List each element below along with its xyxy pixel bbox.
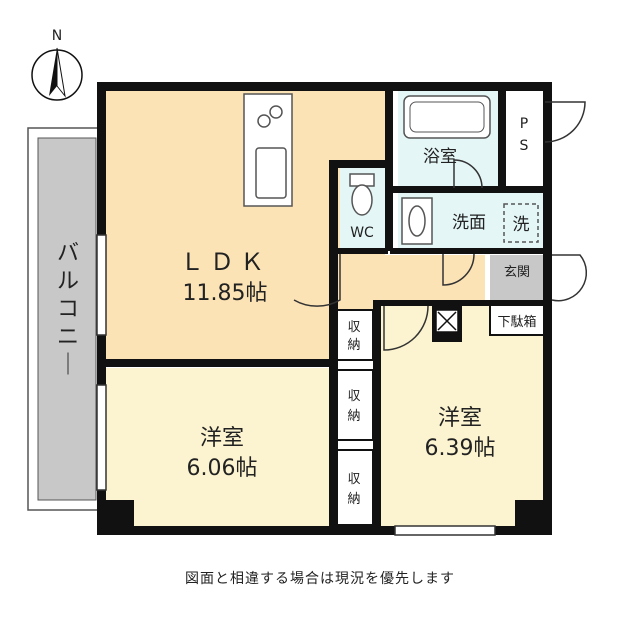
- kitchen-counter: [243, 93, 293, 207]
- storage-1-char-2: 納: [347, 338, 360, 353]
- washer-label: 洗: [513, 215, 530, 235]
- western-right-name: 洋室: [438, 406, 482, 431]
- wc-name: WC: [350, 225, 374, 241]
- disclaimer-note: 図面と相違する場合は現況を優先します: [185, 571, 455, 587]
- storage-3-char-2: 納: [347, 492, 360, 507]
- balcony-floor: [37, 137, 97, 501]
- windows: [96, 234, 496, 536]
- compass-needle-dark: [49, 48, 57, 96]
- western-left-name: 洋室: [200, 426, 244, 451]
- ps-floor: [508, 92, 540, 186]
- western-left-floor: [105, 368, 330, 526]
- storage-1: [334, 309, 374, 361]
- ldk-name: ＬＤＫ: [180, 248, 270, 276]
- storage-labels: 収 納 収 納 収 納: [347, 320, 360, 507]
- shoe-box-label: 下駄箱: [497, 314, 536, 330]
- balcony: バルコニ｜: [27, 127, 99, 511]
- storage-2-char-1: 収: [347, 389, 360, 404]
- washroom-name: 洗面: [452, 213, 486, 233]
- washbasin: [401, 197, 433, 245]
- storage-3-char-1: 収: [347, 472, 360, 487]
- storage-2: [334, 369, 374, 441]
- hallway-floor: [385, 255, 485, 305]
- doors: [293, 101, 588, 351]
- compass-needle-light: [56, 47, 66, 98]
- balcony-label: バルコニ｜: [57, 241, 79, 378]
- western-right-size: 6.39帖: [425, 436, 496, 461]
- toilet: [349, 173, 375, 216]
- ps-label-s: S: [520, 138, 529, 154]
- ps-label-p: P: [520, 116, 528, 132]
- washer-space: [503, 203, 539, 243]
- entrance-name: 玄関: [504, 265, 530, 280]
- entrance-floor: [490, 255, 544, 300]
- western-right-floor: [380, 305, 545, 527]
- storage-2-char-2: 納: [347, 409, 360, 424]
- bathtub: [403, 95, 491, 139]
- storage-1-char-1: 収: [347, 320, 360, 335]
- ldk-size: 11.85帖: [183, 281, 268, 306]
- compass-label: N: [52, 28, 62, 44]
- bath-name: 浴室: [423, 147, 457, 167]
- storage-3: [334, 449, 374, 526]
- compass: N: [31, 28, 83, 101]
- western-left-size: 6.06帖: [187, 456, 258, 481]
